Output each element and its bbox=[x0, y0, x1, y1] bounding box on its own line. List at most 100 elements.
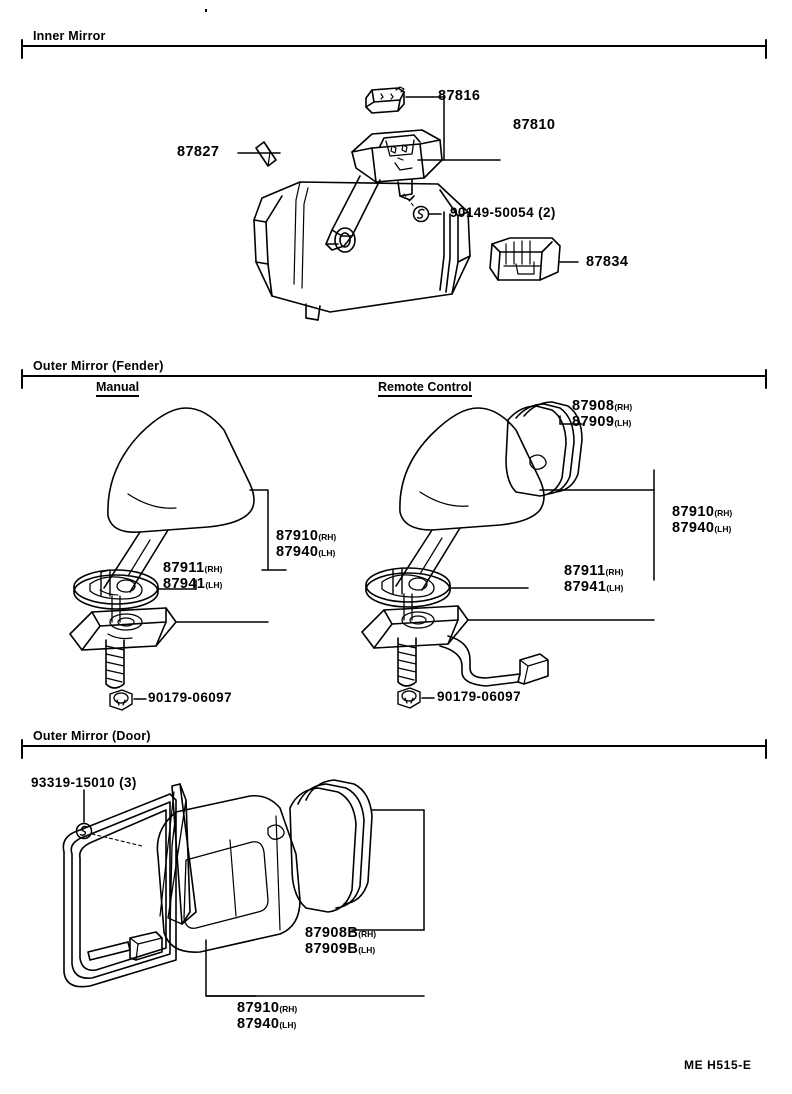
part-number-87816: 87816 bbox=[438, 88, 481, 105]
part-number-87941-remote: 87941(LH) bbox=[564, 579, 623, 595]
part-number-87908: 87908(RH) bbox=[572, 398, 632, 414]
part-number-90179-06097-manual: 90179-06097 bbox=[148, 690, 232, 706]
leader-lines-remote bbox=[421, 415, 655, 699]
leader-lines-inner bbox=[237, 96, 579, 263]
part-number-87910-87940-manual: 87910(RH) 87940(LH) bbox=[276, 528, 336, 560]
part-number-90149-50054: 90149-50054 (2) bbox=[450, 205, 556, 221]
inner-mirror-pivot bbox=[334, 227, 356, 253]
part-number-87909-suffix: (LH) bbox=[614, 418, 632, 429]
part-number-87940-remote-value: 87940 bbox=[672, 520, 715, 537]
part-number-87940-door: 87940(LH) bbox=[237, 1016, 297, 1032]
part-number-87910-remote-suffix: (RH) bbox=[714, 508, 733, 518]
door-mirror-body bbox=[156, 794, 301, 953]
part-number-87941-remote-value: 87941 bbox=[564, 579, 607, 596]
symbol-screw-90149 bbox=[403, 193, 430, 223]
part-87911-gasket bbox=[73, 569, 159, 610]
leader-lines-door bbox=[205, 809, 425, 997]
art-fender-manual bbox=[69, 407, 287, 711]
door-mirror-gasket-ring bbox=[62, 793, 177, 988]
fender-bracket-plate bbox=[69, 607, 177, 651]
part-number-87940-door-value: 87940 bbox=[237, 1016, 280, 1033]
part-number-87911-87941-remote: 87911(RH) 87941(LH) bbox=[564, 563, 623, 595]
section-title-outer-fender: Outer Mirror (Fender) bbox=[33, 359, 164, 373]
part-number-87940-remote-suffix: (LH) bbox=[714, 524, 732, 535]
part-number-87834-value: 87834 bbox=[586, 254, 629, 270]
part-number-87908B-suffix: (RH) bbox=[358, 929, 377, 939]
part-number-87910-manual: 87910(RH) bbox=[276, 528, 336, 544]
part-87816-clip bbox=[365, 86, 405, 114]
part-number-87908-suffix: (RH) bbox=[614, 402, 633, 412]
diagram-sheet-code: ME H515-E bbox=[684, 1058, 752, 1072]
part-number-87910-manual-suffix: (RH) bbox=[318, 532, 337, 542]
section-title-outer-door: Outer Mirror (Door) bbox=[33, 729, 151, 743]
part-number-87911-manual-value: 87911 bbox=[163, 560, 205, 576]
part-number-87941-remote-suffix: (LH) bbox=[606, 583, 624, 594]
part-87908-glass bbox=[505, 401, 583, 497]
inner-mirror-stem bbox=[325, 175, 381, 251]
section-frame-inner-mirror bbox=[21, 39, 767, 59]
part-number-87910-door: 87910(RH) bbox=[237, 1000, 297, 1016]
part-number-87908-87909-remote: 87908(RH) 87909(LH) bbox=[572, 398, 632, 430]
remote-bolt bbox=[397, 637, 417, 687]
part-number-90149-50054-value: 90149-50054 (2) bbox=[450, 205, 556, 220]
remote-control-cable bbox=[439, 635, 549, 687]
part-87911-gasket-remote bbox=[365, 567, 451, 608]
part-number-87827: 87827 bbox=[177, 144, 220, 161]
part-number-87941-manual-suffix: (LH) bbox=[205, 580, 223, 591]
part-number-87834: 87834 bbox=[586, 254, 629, 271]
part-number-87940-manual: 87940(LH) bbox=[276, 544, 336, 560]
remote-bracket-plate bbox=[361, 605, 469, 649]
section-title-inner-mirror: Inner Mirror bbox=[33, 29, 106, 43]
part-number-87940-remote: 87940(LH) bbox=[672, 520, 732, 536]
part-87810-bracket bbox=[351, 129, 443, 201]
part-number-87910-87940-remote: 87910(RH) 87940(LH) bbox=[672, 504, 732, 536]
part-number-87911-remote: 87911(RH) bbox=[564, 563, 623, 579]
part-number-87910-manual-value: 87910 bbox=[276, 528, 319, 544]
symbol-screw-93319 bbox=[75, 789, 143, 847]
part-number-87908B: 87908B(RH) bbox=[305, 925, 376, 941]
part-number-87911-87941-manual: 87911(RH) 87941(LH) bbox=[163, 560, 222, 592]
part-number-87909B-suffix: (LH) bbox=[358, 945, 376, 956]
part-number-93319-15010: 93319-15010 (3) bbox=[31, 775, 137, 791]
art-fender-remote bbox=[361, 401, 655, 709]
symbol-nut-manual bbox=[109, 689, 133, 711]
art-door-mirror bbox=[62, 779, 425, 997]
scan-speck bbox=[205, 9, 207, 12]
part-number-87810-value: 87810 bbox=[513, 117, 556, 133]
part-number-87908B-87909B: 87908B(RH) 87909B(LH) bbox=[305, 925, 376, 957]
section-frame-outer-door bbox=[21, 739, 767, 759]
fender-bolt bbox=[105, 639, 125, 689]
part-number-87909B-value: 87909B bbox=[305, 941, 359, 958]
leader-lines-manual bbox=[133, 489, 287, 700]
part-number-87910-87940-door: 87910(RH) 87940(LH) bbox=[237, 1000, 297, 1032]
part-number-87940-door-suffix: (LH) bbox=[279, 1020, 297, 1031]
part-87827-pin bbox=[255, 141, 277, 167]
section-frame-outer-fender bbox=[21, 369, 767, 389]
part-number-90179-06097-remote: 90179-06097 bbox=[437, 689, 521, 705]
door-mirror-sail-gasket bbox=[159, 783, 197, 925]
door-mirror-cable bbox=[87, 931, 163, 961]
part-87834-cover bbox=[489, 237, 561, 281]
part-number-87908-value: 87908 bbox=[572, 398, 615, 414]
part-number-87816-value: 87816 bbox=[438, 88, 481, 104]
part-number-87909: 87909(LH) bbox=[572, 414, 632, 430]
symbol-nut-remote bbox=[397, 687, 421, 709]
part-number-87940-manual-suffix: (LH) bbox=[318, 548, 336, 559]
part-number-90179-06097-manual-value: 90179-06097 bbox=[148, 690, 232, 705]
art-inner-mirror bbox=[237, 86, 579, 321]
part-number-87910-door-suffix: (RH) bbox=[279, 1004, 298, 1014]
inner-mirror-body bbox=[253, 181, 471, 321]
part-number-87827-value: 87827 bbox=[177, 144, 220, 160]
part-number-87911-manual-suffix: (RH) bbox=[204, 564, 223, 574]
part-number-87909-value: 87909 bbox=[572, 414, 615, 431]
part-number-87911-remote-suffix: (RH) bbox=[605, 567, 624, 577]
part-number-87940-manual-value: 87940 bbox=[276, 544, 319, 561]
part-number-87910-door-value: 87910 bbox=[237, 1000, 280, 1016]
part-number-87909B: 87909B(LH) bbox=[305, 941, 376, 957]
part-87908B-glass bbox=[267, 779, 373, 913]
part-number-87910-remote-value: 87910 bbox=[672, 504, 715, 520]
part-number-87941-manual: 87941(LH) bbox=[163, 576, 222, 592]
part-number-87908B-value: 87908B bbox=[305, 925, 359, 941]
